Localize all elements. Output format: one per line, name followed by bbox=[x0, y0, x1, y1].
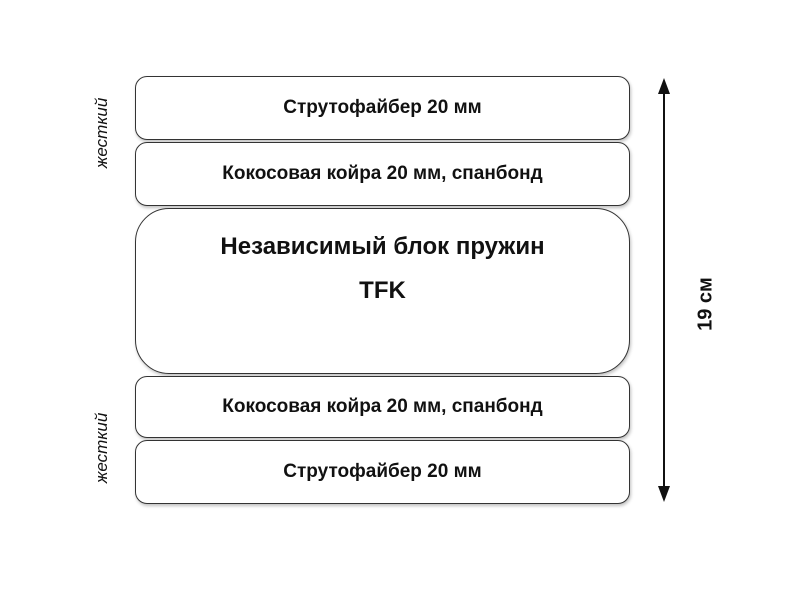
layer-spring-block: Независимый блок пружин TFK bbox=[135, 208, 630, 374]
spring-block-title: Независимый блок пружин bbox=[220, 233, 545, 260]
layer-bottom-strutofiber: Струтофайбер 20 мм bbox=[135, 440, 630, 504]
layer-label: Струтофайбер 20 мм bbox=[283, 97, 482, 118]
layer-bottom-coconut-coir: Кокосовая койра 20 мм, спанбонд bbox=[135, 376, 630, 438]
layer-label: Кокосовая койра 20 мм, спанбонд bbox=[222, 396, 543, 417]
arrow-up-head bbox=[658, 78, 670, 94]
layer-label: Струтофайбер 20 мм bbox=[283, 461, 482, 482]
spring-block-type: TFK bbox=[359, 277, 406, 304]
layer-top-strutofiber: Струтофайбер 20 мм bbox=[135, 76, 630, 140]
arrow-down-head bbox=[658, 486, 670, 502]
layer-label: Кокосовая койра 20 мм, спанбонд bbox=[222, 163, 543, 184]
layer-top-coconut-coir: Кокосовая койра 20 мм, спанбонд bbox=[135, 142, 630, 206]
height-label: 19 см bbox=[694, 277, 717, 331]
